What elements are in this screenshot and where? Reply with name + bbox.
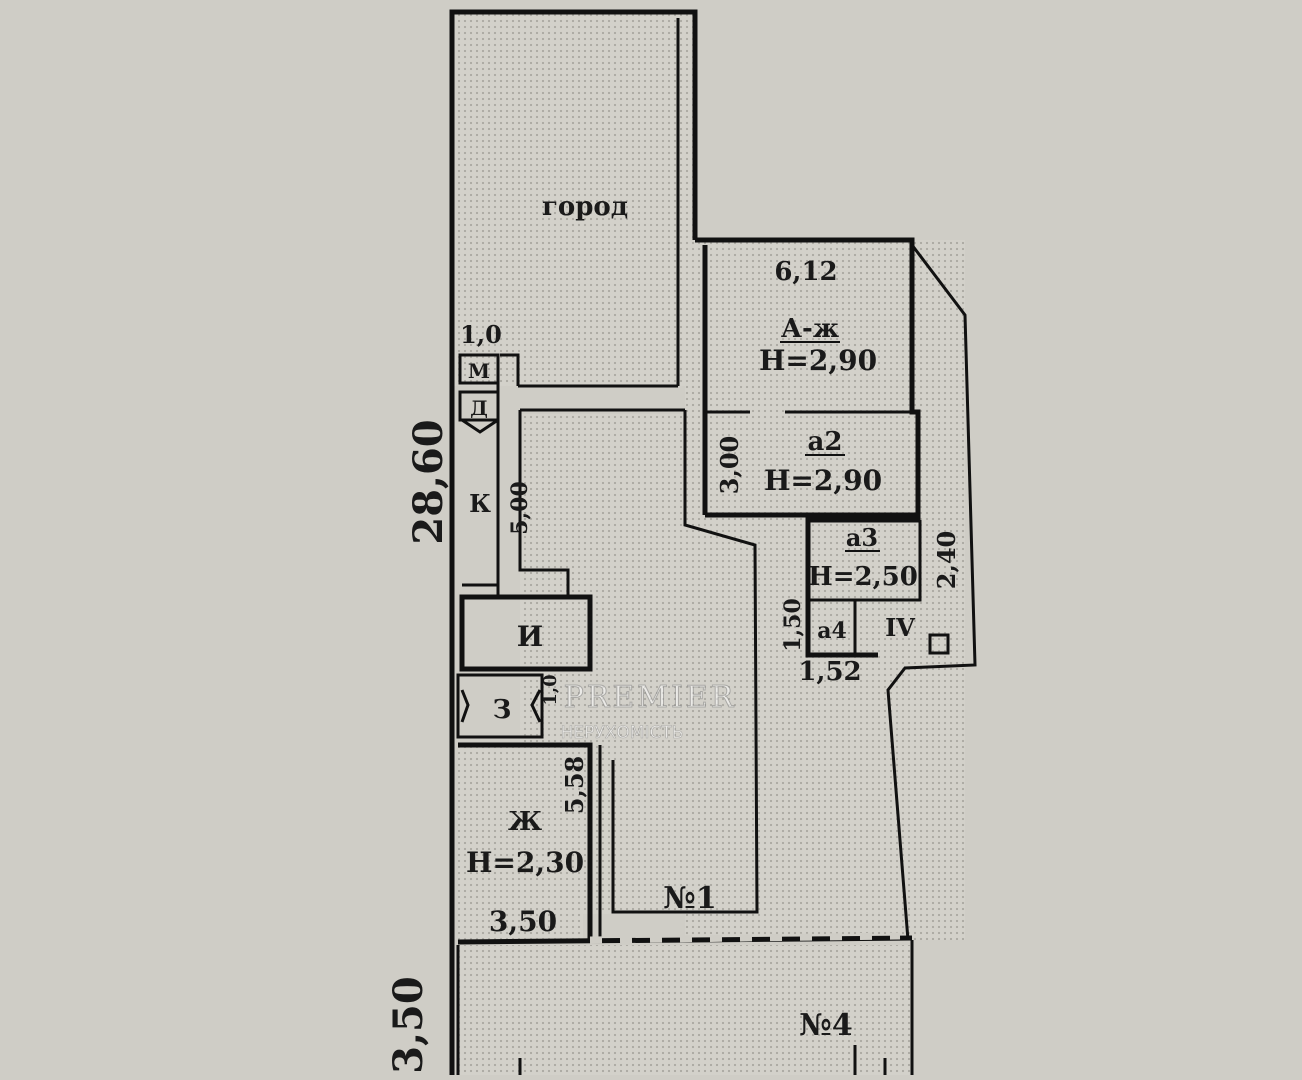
- block-width-dimension: 6,12: [774, 257, 837, 287]
- room-a4-horizontal-dimension: 1,52: [798, 657, 861, 687]
- room-a-zh-height: Н=2,90: [759, 344, 877, 377]
- room-a3-label: а3: [846, 523, 878, 552]
- room-a3-dimension: 2,40: [932, 531, 961, 589]
- overall-length-dimension: 28,60: [405, 419, 452, 544]
- main-area-label: №1: [663, 881, 716, 916]
- room-zh-label: Ж: [508, 807, 542, 837]
- top-width-dimension: 1,0: [460, 320, 502, 349]
- room-a2-height: Н=2,90: [764, 464, 882, 497]
- room-m-label: М: [468, 359, 490, 383]
- room-i-label: И: [517, 620, 543, 653]
- room-zh-length: 5,58: [560, 756, 589, 814]
- watermark-subtitle: НЕРУХОМІСТЬ: [561, 723, 684, 743]
- watermark: PREMIER НЕРУХОМІСТЬ: [560, 680, 737, 744]
- walls: [449, 9, 977, 1075]
- room-a3-height: Н=2,50: [808, 562, 918, 592]
- room-k-length: 5,00: [507, 481, 533, 535]
- room-zh-width: 3,50: [489, 905, 557, 938]
- front-depth-dimension: 3,50: [385, 976, 432, 1073]
- room-iv-label: IV: [885, 613, 915, 642]
- room-a2-dimension: 3,00: [715, 436, 744, 494]
- plan-labels: город 28,60 3,50 1,0 М Д К 5,00 И З 1,0 …: [385, 192, 961, 1074]
- garden-label: город: [542, 192, 628, 222]
- room-a4-vertical-dimension: 1,50: [780, 598, 806, 652]
- room-k-label: К: [469, 489, 491, 518]
- watermark-brand: PREMIER: [564, 680, 737, 715]
- room-z-label: З: [493, 695, 512, 725]
- room-d-label: Д: [470, 396, 488, 420]
- room-a2-label: а2: [808, 427, 843, 457]
- room-a-zh-label: А-ж: [781, 314, 839, 344]
- room-a4-label: а4: [817, 618, 847, 644]
- room-z-dimension: 1,0: [540, 674, 561, 705]
- hatched-areas: [452, 14, 965, 1075]
- room-zh-height: Н=2,30: [466, 846, 584, 879]
- yard-label: №4: [799, 1008, 852, 1043]
